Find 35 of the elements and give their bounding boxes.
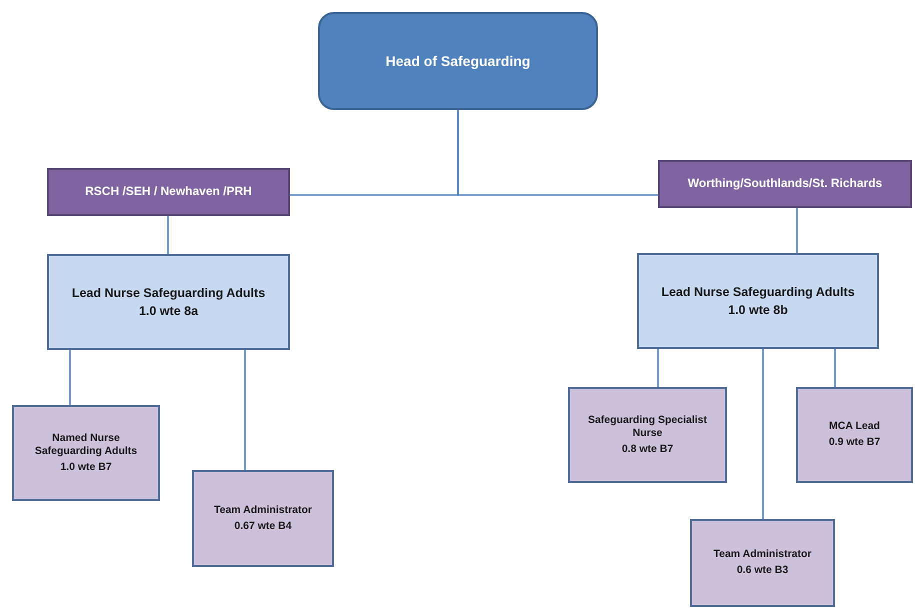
lead-box bbox=[47, 254, 290, 350]
head-box bbox=[318, 12, 598, 110]
role-box bbox=[192, 470, 334, 567]
role-box bbox=[568, 387, 727, 483]
role-grade: 0.6 wte B3 bbox=[736, 564, 788, 578]
role-grade: 0.8 wte B7 bbox=[622, 442, 674, 456]
connector-line bbox=[657, 349, 659, 387]
connector-line bbox=[834, 349, 836, 387]
connector-line bbox=[244, 350, 246, 470]
connector-line bbox=[69, 350, 71, 405]
connector-line bbox=[796, 208, 798, 253]
role-box bbox=[12, 405, 160, 501]
role-grade: 0.67 wte B4 bbox=[234, 520, 292, 534]
role-title: Worthing/Southlands/St. Richards bbox=[688, 176, 882, 192]
role-title: Team Administrator bbox=[214, 504, 312, 518]
role-title: Named Nurse Safeguarding Adults bbox=[34, 432, 138, 459]
role-title: Head of Safeguarding bbox=[386, 52, 530, 70]
role-title: Team Administrator bbox=[713, 548, 812, 562]
role-box bbox=[690, 519, 835, 607]
role-title: MCA Lead bbox=[829, 420, 880, 434]
role-grade: 1.0 wte B7 bbox=[60, 460, 112, 474]
connector-line bbox=[457, 110, 658, 196]
site-box bbox=[47, 168, 290, 216]
site-box bbox=[658, 160, 912, 208]
role-grade: 1.0 wte 8a bbox=[138, 303, 198, 320]
connector-line bbox=[762, 349, 764, 519]
role-title: Lead Nurse Safeguarding Adults bbox=[661, 284, 855, 300]
role-box bbox=[796, 387, 913, 483]
role-title: Lead Nurse Safeguarding Adults bbox=[72, 284, 266, 301]
role-grade: 0.9 wte B7 bbox=[828, 436, 880, 450]
role-title: RSCH /SEH / Newhaven /PRH bbox=[85, 184, 252, 200]
role-title: Safeguarding Specialist Nurse bbox=[586, 414, 708, 441]
role-grade: 1.0 wte 8b bbox=[728, 302, 788, 318]
connector-line bbox=[167, 216, 169, 254]
lead-box bbox=[637, 253, 879, 349]
